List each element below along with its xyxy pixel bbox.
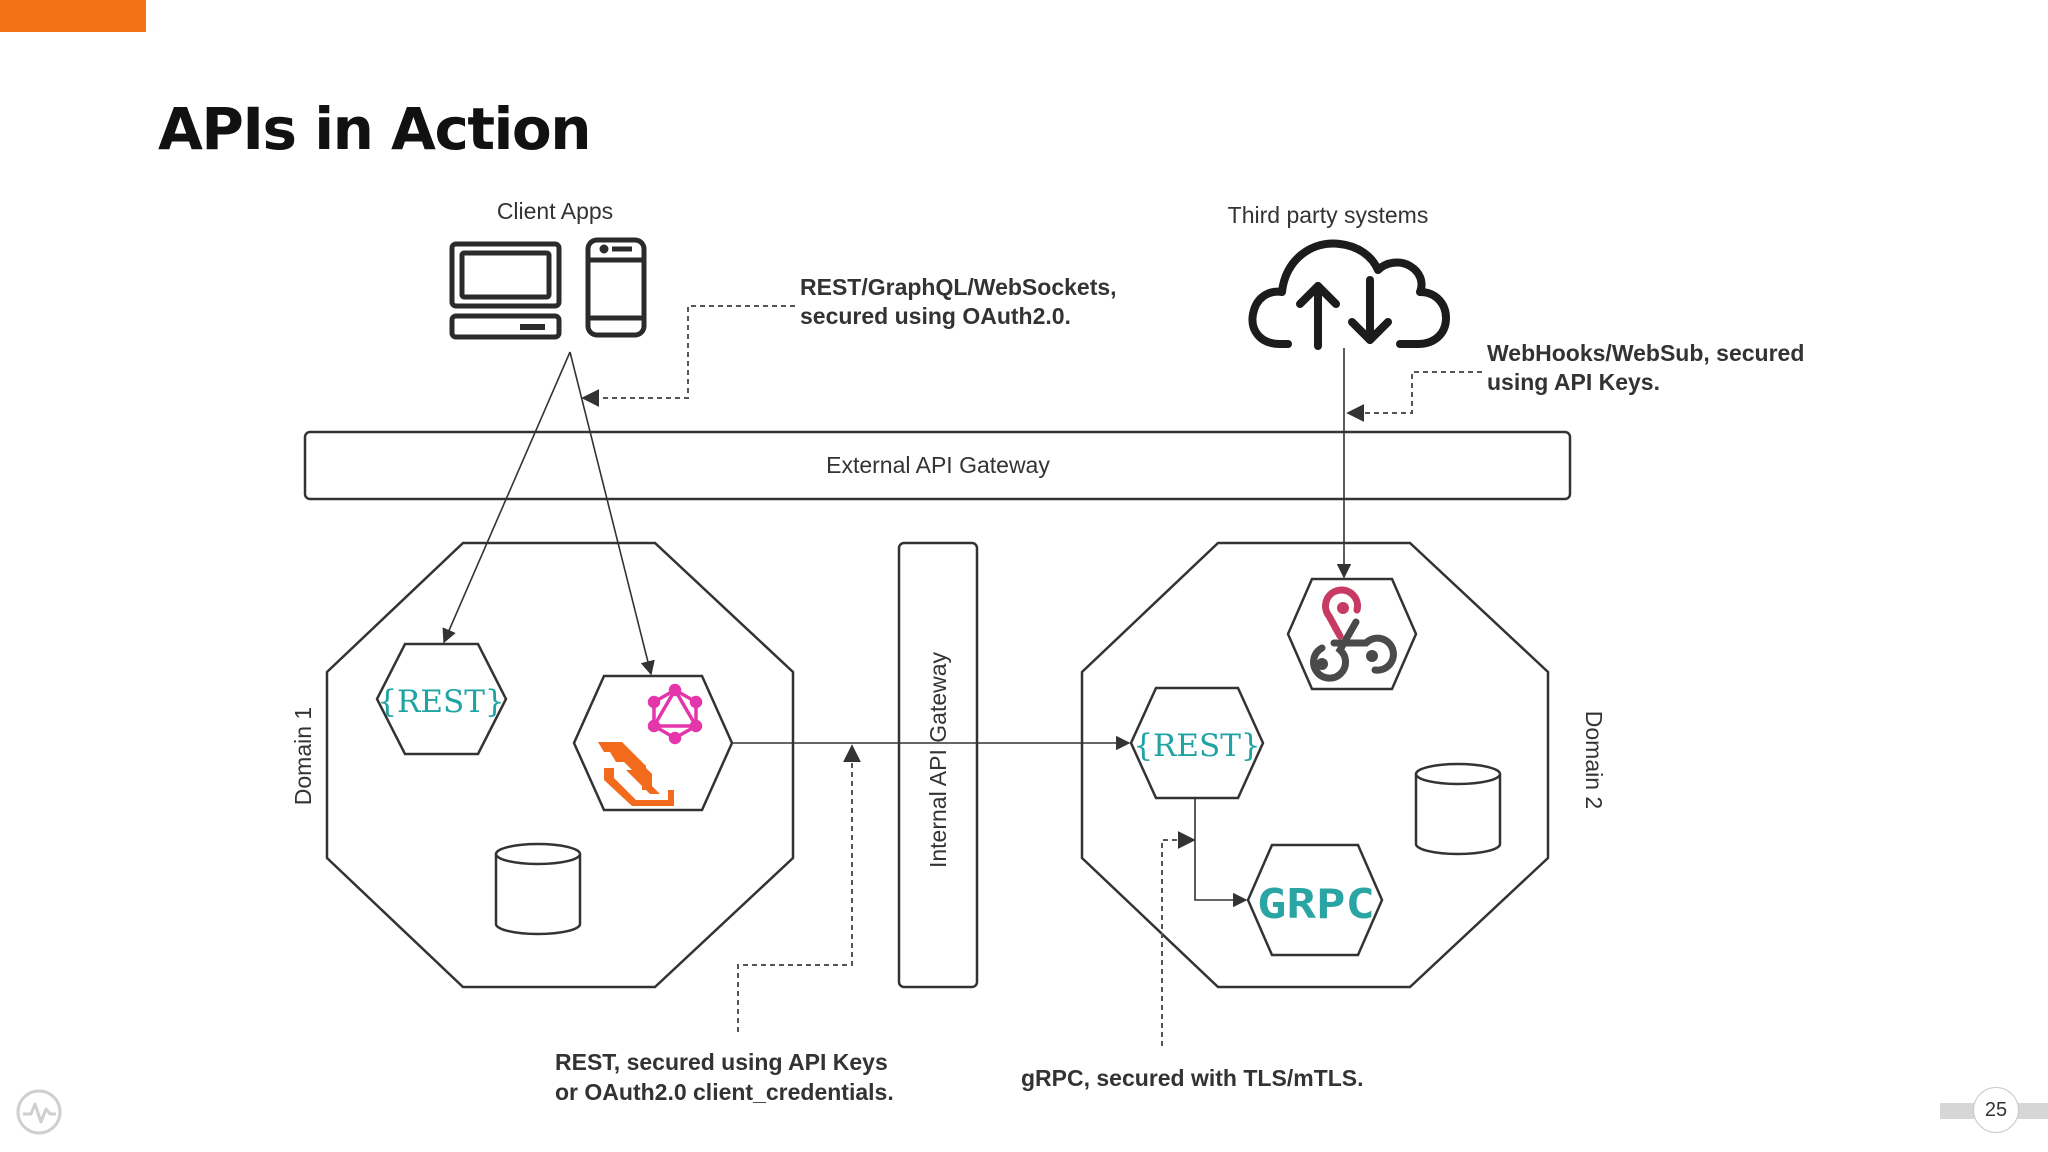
brand-logo-icon	[16, 1089, 62, 1135]
slide-title: APIs in Action	[158, 95, 592, 163]
graphql-icon	[647, 683, 703, 745]
note-grpc: gRPC, secured with TLS/mTLS.	[1021, 1065, 1363, 1091]
domain-2-octagon	[1080, 541, 1550, 989]
note-client-connector	[581, 305, 795, 407]
internal-api-gateway	[897, 541, 979, 989]
client-to-graphql-arrow	[569, 351, 655, 676]
internal-gateway-label: Internal API Gateway	[925, 651, 951, 868]
note-client-line1: REST/GraphQL/WebSockets,	[800, 274, 1117, 300]
external-api-gateway	[303, 430, 1572, 501]
note-client-line2: secured using OAuth2.0.	[800, 303, 1071, 329]
note-internal-rest-line2: or OAuth2.0 client_credentials.	[555, 1079, 894, 1105]
note-internal-rest-line1: REST, secured using API Keys	[555, 1049, 888, 1075]
third-party-label: Third party systems	[1228, 202, 1429, 228]
note-thirdparty-connector	[1346, 371, 1482, 422]
database-icon-domain1	[494, 842, 582, 936]
laptop-icon	[449, 241, 562, 340]
domain-1-label: Domain 1	[290, 707, 316, 805]
note-thirdparty-line2: using API Keys.	[1487, 369, 1660, 395]
client-to-rest-arrow	[442, 351, 571, 644]
accent-bar	[0, 0, 146, 32]
note-grpc-connector	[1161, 831, 1196, 1046]
grpc-hexagon	[1246, 843, 1384, 957]
webhook-icon	[1310, 586, 1397, 682]
grpc-logo: GRPC	[1257, 880, 1375, 928]
rest-hexagon-domain2	[1129, 686, 1265, 800]
domain-2-label: Domain 2	[1581, 711, 1607, 809]
rest-badge-domain2: {REST}	[1133, 728, 1260, 764]
page-number: 25	[1973, 1087, 2019, 1133]
rest-hexagon-domain1	[375, 642, 508, 756]
phone-icon	[585, 237, 647, 338]
page-number-indicator: 25	[1940, 1084, 2048, 1140]
rest-badge-domain1: {REST}	[377, 684, 504, 720]
database-icon-domain2	[1414, 762, 1502, 856]
websocket-icon	[598, 742, 674, 806]
client-apps-label: Client Apps	[497, 198, 613, 224]
cloud-upload-download-icon	[1248, 239, 1450, 350]
note-internal-rest-connector	[737, 744, 861, 1032]
note-thirdparty-line1: WebHooks/WebSub, secured	[1487, 340, 1804, 366]
external-gateway-label: External API Gateway	[826, 452, 1050, 478]
